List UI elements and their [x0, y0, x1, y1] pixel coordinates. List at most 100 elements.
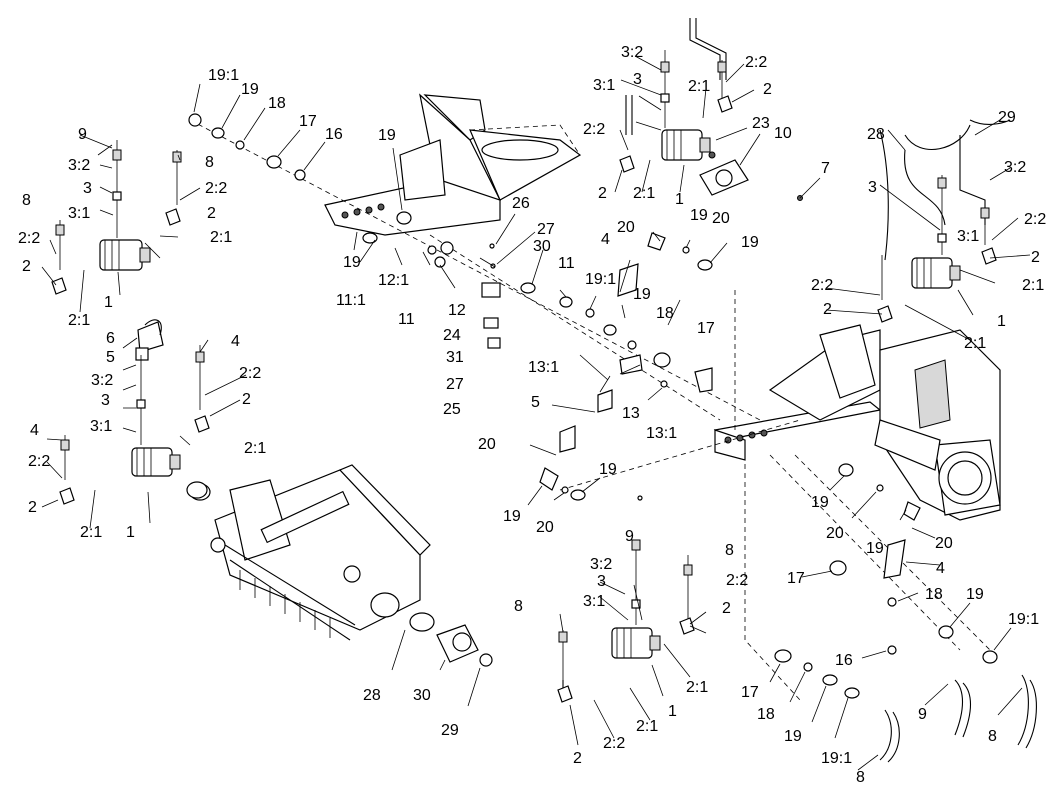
callout-19: 19 — [866, 540, 884, 557]
callout-6: 8 — [514, 598, 523, 615]
callout-2-1: 2:1 — [210, 229, 232, 246]
callout-labels: 9 3:2 3 3:1 8 2:2 2 2:1 8 2:2 2 2:1 1 19… — [18, 44, 1046, 786]
callout-3-2: 3:2 — [590, 556, 612, 573]
main-frame — [713, 324, 1001, 521]
callout-3-1: 3:1 — [90, 418, 112, 435]
callout-9: 10 — [774, 125, 792, 142]
callout-7: 9 — [78, 126, 87, 143]
callout-7: 9 — [625, 528, 634, 545]
callout-17: 19 — [599, 461, 617, 478]
callout-19-1: 20 — [617, 219, 635, 236]
callout-29: 29 — [441, 722, 459, 739]
callout-2-2: 2:2 — [745, 54, 767, 71]
callout-4: 4 — [936, 560, 945, 577]
callout-31: 31 — [446, 349, 464, 366]
callout-2-1: 2:1 — [633, 185, 655, 202]
callout-30: 30 — [413, 687, 431, 704]
callout-3-2: 3:2 — [621, 44, 643, 61]
callout-17: 19 — [633, 286, 651, 303]
callout-2-2: 2:2 — [28, 453, 50, 470]
callout-10: 7 — [821, 160, 830, 177]
callout-19: 19 — [690, 207, 708, 224]
callout-24: 27 — [537, 221, 555, 238]
callout-1: 1 — [997, 313, 1006, 330]
callout-19-1: 20 — [826, 525, 844, 542]
callout-17: 19 — [741, 234, 759, 251]
callout-19: 19 — [503, 508, 521, 525]
callout-23: 26 — [512, 195, 530, 212]
callout-2: 2 — [722, 600, 731, 617]
callout-16: 18 — [656, 305, 674, 322]
callout-14: 16 — [835, 652, 853, 669]
callout-19-1: 20 — [712, 210, 730, 227]
callout-2-2: 2:2 — [205, 180, 227, 197]
callout-3-1: 3:1 — [68, 205, 90, 222]
motor-right — [911, 257, 961, 289]
callout-18: 19:1 — [208, 67, 239, 84]
callout-2-1: 2:1 — [636, 718, 658, 735]
motor-lower-left — [131, 447, 181, 477]
callout-27: 30 — [533, 238, 551, 255]
fitting-stacks — [51, 50, 997, 703]
callout-17: 19 — [378, 127, 396, 144]
callout-4: 4 — [30, 422, 39, 439]
callout-8: 6 — [106, 330, 115, 347]
callout-3-2: 3:2 — [91, 372, 113, 389]
callout-6: 8 — [856, 769, 865, 786]
callout-2-2: 2:2 — [583, 121, 605, 138]
callout-15: 17 — [787, 570, 805, 587]
callout-28: 28 — [363, 687, 381, 704]
callout-12-1: 12:1 — [378, 272, 409, 289]
callout-6: 8 — [988, 728, 997, 745]
motor-top-center — [661, 129, 711, 161]
callout-25: 28 — [867, 126, 885, 143]
callout-13: 13 — [622, 405, 640, 422]
bracket-plate-9 — [699, 151, 803, 201]
callout-5: 5 — [531, 394, 540, 411]
callout-18: 19:1 — [585, 271, 616, 288]
callout-11-1: 11:1 — [336, 292, 366, 309]
callout-2: 2 — [242, 391, 251, 408]
callout-6: 8 — [22, 192, 31, 209]
reel-cutting-unit — [210, 464, 431, 641]
callout-19-1: 20 — [935, 535, 953, 552]
callout-21: 24 — [443, 327, 461, 344]
callout-2-2: 2:2 — [603, 735, 625, 752]
callout-6: 8 — [725, 542, 734, 559]
callout-2-1: 2:1 — [688, 78, 710, 95]
callout-17: 19 — [241, 81, 259, 98]
callout-1: 1 — [104, 294, 113, 311]
callout-13-1: 13:1 — [528, 359, 559, 376]
callout-2: 2 — [823, 301, 832, 318]
callout-2: 2 — [207, 205, 216, 222]
valve-and-fittings — [135, 232, 921, 579]
callout-6: 8 — [205, 154, 214, 171]
callout-3-1: 3:1 — [957, 228, 979, 245]
callout-17: 19 — [811, 494, 829, 511]
callout-26: 29 — [998, 109, 1016, 126]
callout-3: 3 — [597, 573, 606, 590]
callout-15: 17 — [697, 320, 715, 337]
callout-5: 5 — [106, 349, 115, 366]
callout-7: 9 — [918, 706, 927, 723]
callout-3: 3 — [868, 179, 877, 196]
callout-14: 16 — [325, 126, 343, 143]
callout-3: 3 — [83, 180, 92, 197]
callout-3: 3 — [101, 392, 110, 409]
motor-lower-center — [611, 627, 661, 659]
callout-3: 3 — [633, 71, 642, 88]
callout-24: 27 — [446, 376, 464, 393]
callout-1: 1 — [126, 524, 135, 541]
callout-15: 17 — [741, 684, 759, 701]
callout-19-1: 20 — [536, 519, 554, 536]
left-bracket-assembly — [324, 93, 582, 236]
callout-2-2: 2:2 — [811, 277, 833, 294]
callout-2-1: 2:1 — [686, 679, 708, 696]
callout-3-2: 3:2 — [1004, 159, 1026, 176]
callout-18: 19:1 — [1008, 611, 1039, 628]
callout-19-1: 20 — [478, 436, 496, 453]
callout-4: 4 — [231, 333, 240, 350]
callout-11: 11 — [398, 311, 415, 328]
hoses — [144, 18, 1037, 763]
